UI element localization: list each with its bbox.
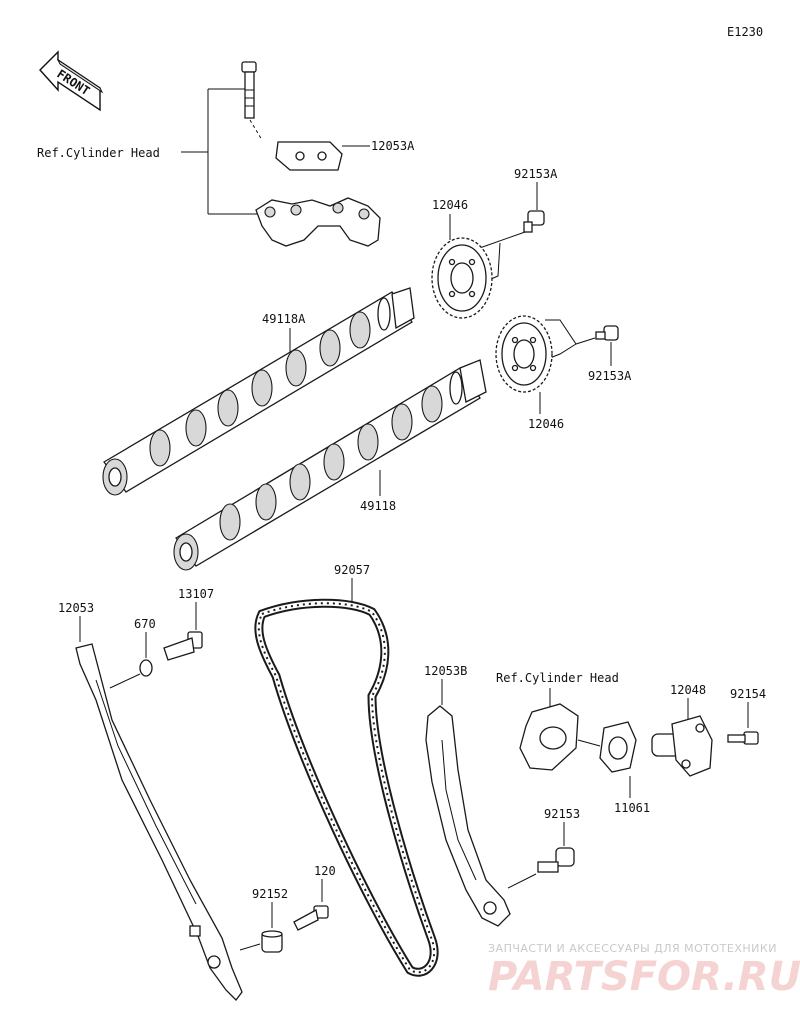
collar-92152 [261,930,283,953]
tensioner-mount [519,703,579,771]
ref-cylinder-head-right: Ref.Cylinder Head [496,671,619,685]
washer-670 [139,659,153,677]
cam-chain-92057 [254,598,439,977]
cam-holder [255,197,381,247]
tensioner-12048 [651,715,713,777]
gasket-11061 [599,721,637,773]
part-92152: 92152 [252,887,288,901]
part-92153: 92153 [544,807,580,821]
bolt-92153A-top [523,210,545,233]
part-92153A-right: 92153A [588,369,632,383]
part-49118A: 49118A [262,312,306,326]
sprocket-12046-top [431,237,493,319]
camshaft-49118 [173,359,487,571]
part-92154: 92154 [730,687,766,701]
bolt-92153A-right [595,325,619,341]
part-92153A-top: 92153A [514,167,558,181]
guide-plate-12053A [275,141,343,171]
bolt-92153 [537,847,575,873]
part-92057: 92057 [334,563,370,577]
part-13107: 13107 [178,587,214,601]
part-120: 120 [314,864,336,878]
bracket-leader [181,88,258,215]
part-670: 670 [134,617,156,631]
ref-cylinder-head-top: Ref.Cylinder Head [37,146,160,160]
part-11061: 11061 [614,801,650,815]
camshaft-49118A [102,287,415,496]
watermark-brand: PARTSFOR.RU [488,954,800,1000]
chain-guide-12053 [75,643,243,1001]
part-12053B: 12053B [424,664,467,678]
part-12046-top: 12046 [432,198,468,212]
part-12053A: 12053A [371,139,415,153]
bolt-92154 [727,731,759,745]
bolt-top [241,61,263,141]
diagram-code: E1230 [727,25,763,39]
pivot-bolt-13107 [163,631,203,661]
chain-guide-12053B [425,705,511,927]
sprocket-12046-right [495,315,553,393]
bolt-120 [293,905,329,931]
part-12046-right: 12046 [528,417,564,431]
front-arrow-icon: FRONT [39,50,104,112]
watermark-tagline: ЗАПЧАСТИ И АКСЕССУАРЫ ДЛЯ МОТОТЕХНИКИ [488,942,777,955]
part-12048: 12048 [670,683,706,697]
part-12053: 12053 [58,601,94,615]
part-49118: 49118 [360,499,396,513]
